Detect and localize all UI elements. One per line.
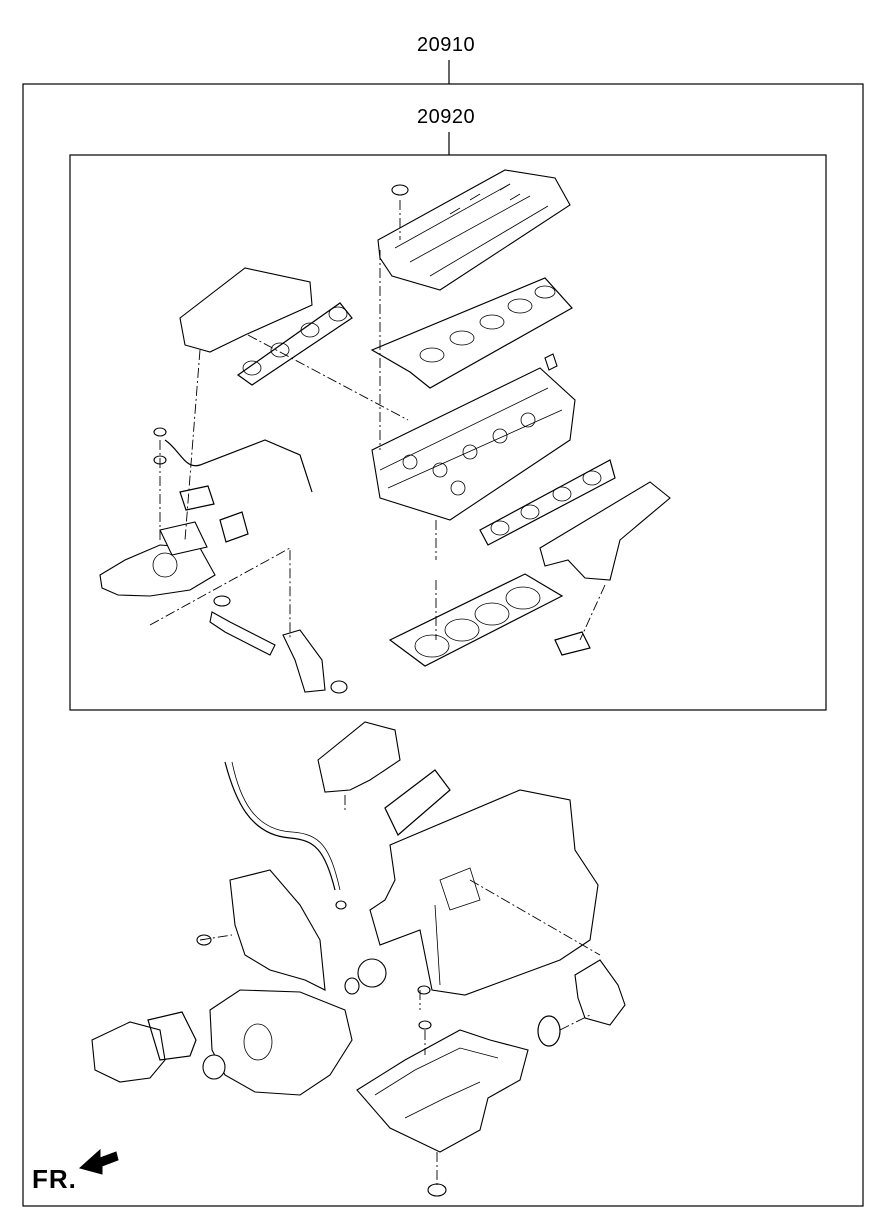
- thermostat-housing: [574, 959, 626, 1026]
- oil-feed-pipe: [164, 439, 313, 493]
- thermostat-o-ring: [537, 1015, 561, 1047]
- water-pump: [91, 1021, 166, 1083]
- oil-return-pipe: [209, 611, 276, 656]
- crankshaft-seal-opening: [243, 1023, 273, 1061]
- rocker-gasket-rings: [419, 285, 556, 363]
- front-direction-label: FR.: [32, 1164, 77, 1194]
- front-crankcase-cover: [209, 989, 353, 1096]
- intake-manifold: [539, 481, 671, 581]
- vacuum-pump: [357, 958, 387, 988]
- engine-block: [369, 789, 599, 996]
- rocker-cover: [377, 169, 571, 291]
- bracket-gasket: [330, 680, 348, 694]
- dipstick-seal: [335, 900, 347, 910]
- water-pump-gasket: [147, 1011, 197, 1061]
- turbo-gasket-small: [213, 595, 231, 607]
- exhaust-manifold-gasket: [236, 302, 353, 386]
- oil-feed-washer: [153, 427, 167, 437]
- turbo-outlet-gasket: [219, 511, 249, 543]
- rocker-cover-gasket: [370, 277, 573, 389]
- oil-pan-drain-gasket: [427, 1183, 447, 1197]
- cylinder-head-gasket: [388, 573, 564, 667]
- oil-cooler-housing: [317, 721, 401, 793]
- oil-pan: [356, 1029, 529, 1153]
- outer-kit-frame: [22, 83, 864, 1207]
- timing-cover: [229, 869, 326, 991]
- inner-kit-frame: [69, 154, 827, 711]
- outer-assembly-part-number: 20910: [417, 34, 476, 56]
- oil-cooler-gasket: [384, 769, 451, 836]
- turbocharger: [99, 521, 216, 597]
- cylinder-head: [371, 353, 576, 521]
- front-crankshaft-seal: [202, 1054, 226, 1080]
- intake-manifold-gasket: [479, 459, 616, 546]
- turbo-bracket: [282, 629, 326, 693]
- dipstick-tube: [224, 761, 336, 891]
- front-direction-arrow-icon: [78, 1148, 119, 1175]
- exhaust-manifold: [179, 267, 313, 353]
- dipstick-tube-inner: [231, 761, 341, 891]
- vacuum-pump-seal: [344, 977, 360, 995]
- timing-cover-seal: [196, 934, 212, 946]
- drain-plug-washer-a: [418, 1020, 432, 1030]
- drain-plug-washer-b: [417, 985, 431, 995]
- inner-assembly-part-number: 20920: [417, 106, 476, 128]
- intake-flange-gasket: [554, 631, 591, 656]
- turbo-inlet-gasket: [179, 485, 215, 511]
